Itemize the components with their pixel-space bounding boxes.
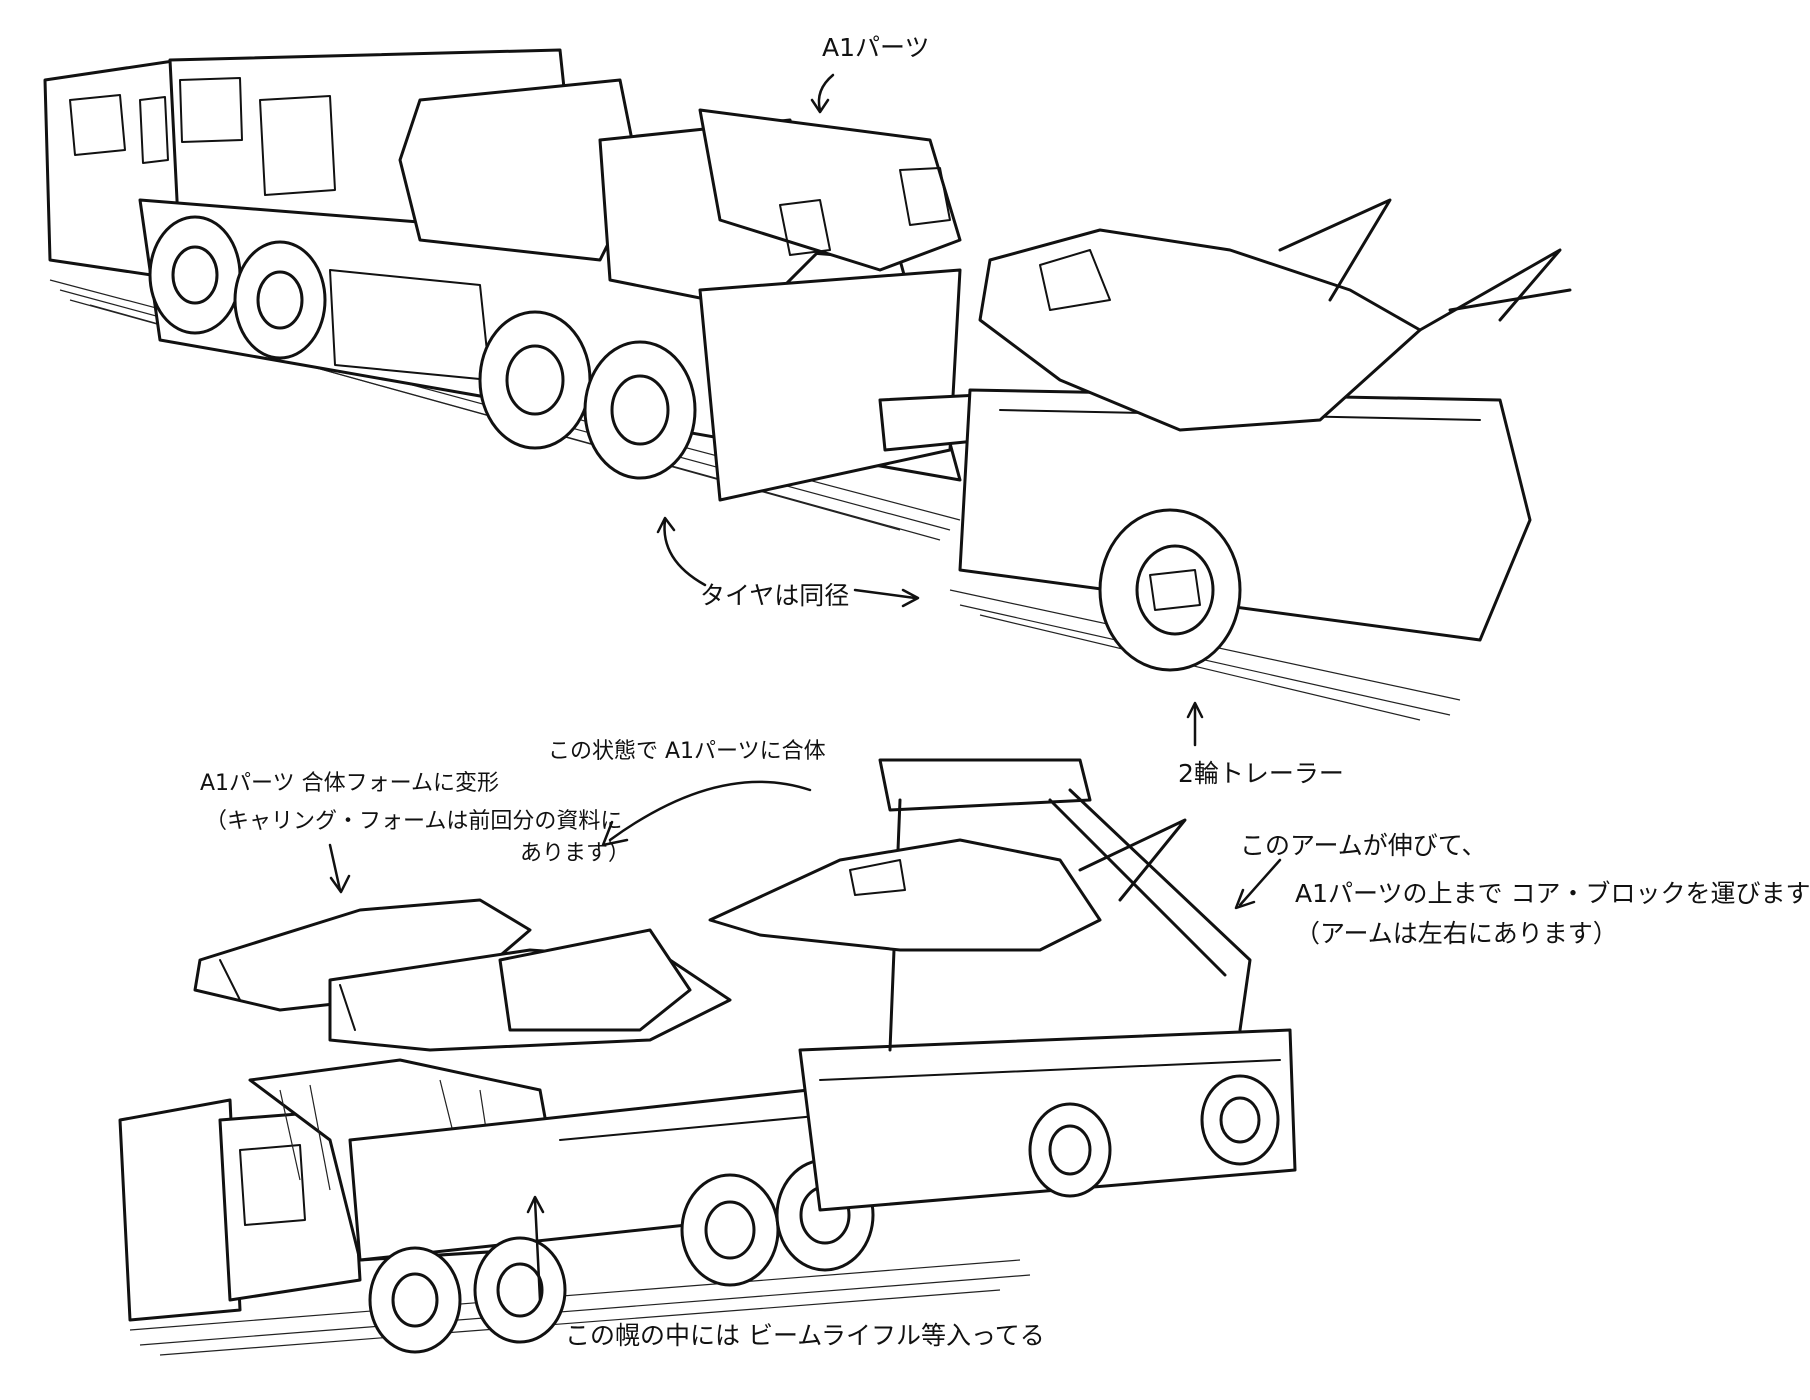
bottom-truck-sketch — [118, 898, 1031, 1356]
label-combine-in-this-state: この状態で A1パーツに合体 — [548, 739, 826, 764]
label-arm-line1: このアームが伸びて、 — [1240, 831, 1487, 860]
top-truck-sketch — [43, 48, 962, 541]
label-a1-parts: A1パーツ — [822, 33, 930, 62]
top-trailer-sketch — [878, 198, 1572, 721]
annotation-arrows-top — [656, 73, 1204, 747]
label-transform-line3: あります） — [520, 841, 631, 866]
label-arm-line2: A1パーツの上まで コア・ブロックを運びます — [1295, 879, 1810, 908]
label-transform-line1: A1パーツ 合体フォームに変形 — [200, 771, 499, 796]
bottom-trailer-arm-sketch — [708, 758, 1297, 1212]
label-two-wheel-trailer: 2輪トレーラー — [1178, 759, 1344, 788]
label-arm-line3: （アームは左右にあります） — [1295, 919, 1618, 948]
label-beam-rifle-note: この幌の中には ビームライフル等入ってる — [565, 1321, 1045, 1350]
annotation-arrows-bottom — [328, 780, 1282, 1302]
label-transform-line2: （キャリング・フォームは前回分の資料に — [205, 809, 623, 834]
label-tire-same-diameter: タイヤは同径 — [700, 581, 850, 610]
